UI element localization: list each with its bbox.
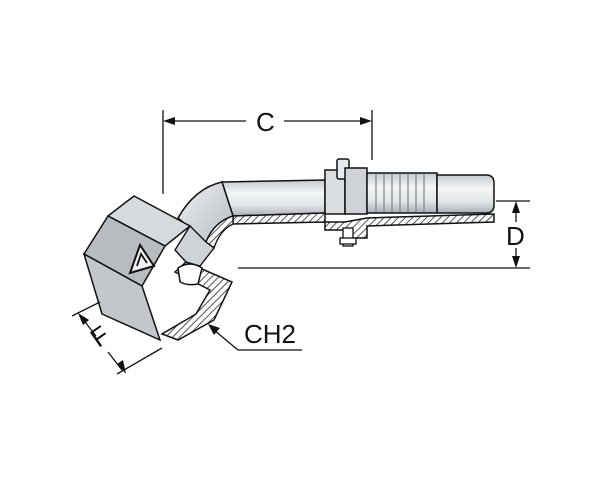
dimension-c-label: C <box>256 107 275 137</box>
barb-section <box>366 172 438 214</box>
tail-tip <box>436 174 495 214</box>
tube-section-lower <box>232 212 495 239</box>
dimension-f <box>71 301 163 375</box>
swivel-nut <box>82 195 234 342</box>
tube-body <box>220 179 326 217</box>
nut-seal-ring <box>177 263 203 286</box>
dimension-d-label: D <box>506 221 525 251</box>
elbow-section <box>205 215 234 250</box>
nut-lower-face <box>82 252 162 342</box>
tube-tail <box>220 158 495 247</box>
dimension-c <box>162 110 373 194</box>
triangle-logo-icon <box>128 242 156 275</box>
dimension-d <box>238 200 530 269</box>
section-pin <box>342 227 354 247</box>
tube-collar-ring <box>344 167 368 215</box>
nut-neck <box>174 224 215 267</box>
barb-ribs <box>375 174 425 212</box>
section-pin-head <box>339 237 357 245</box>
dimension-f-label: F <box>85 320 115 354</box>
ch2-leader <box>208 324 302 351</box>
ch2-label: CH2 <box>244 319 296 349</box>
